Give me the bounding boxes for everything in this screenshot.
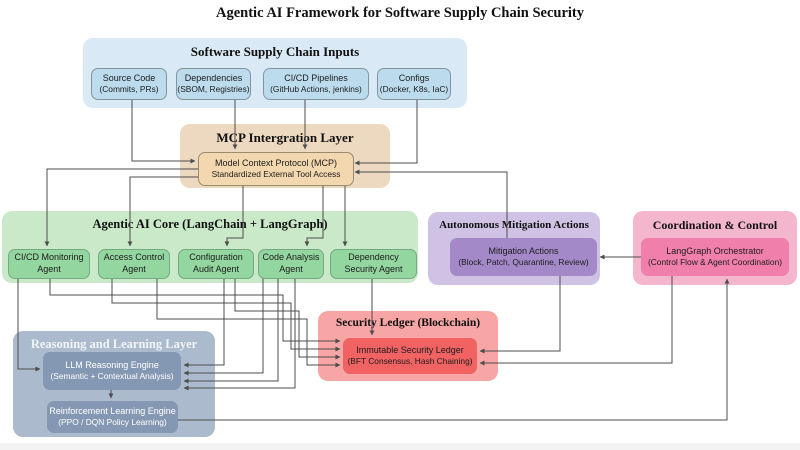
edge-cicd-agent-to-llm: [17, 277, 41, 372]
node-cicd-monitoring-agent: CI/CD Monitoring Agent: [8, 249, 90, 279]
node-source-code: Source Code (Commits, PRs): [91, 68, 167, 100]
edge-mcp-to-cicd-agent: [44, 168, 198, 247]
group-header-inputs: Software Supply Chain Inputs: [190, 44, 360, 59]
group-header-reasoning: Reasoning and Learning Layer: [30, 337, 198, 351]
node-access-control-agent: Access Control Agent: [98, 249, 170, 279]
node-configuration-audit-agent: Configuration Audit Agent: [178, 249, 254, 279]
edge-sourcecode-to-mcp: [131, 98, 196, 164]
edge-mcp-to-code-agent: [304, 184, 324, 247]
edge-agent4-to-ledger: [156, 277, 341, 368]
edge-code-agent-to-llm: [183, 277, 264, 376]
edge-config-agent-to-llm: [183, 277, 225, 368]
node-code-analysis-agent: Code Analysis Agent: [258, 249, 324, 279]
edge-agent2-to-ledger: [111, 277, 341, 352]
diagram-title: Agentic AI Framework for Software Supply…: [216, 5, 584, 21]
edge-rl-to-orchestrator: [178, 278, 730, 421]
edge-mitigation-to-mcp: [354, 169, 508, 238]
edge-code-agent2-to-llm: [183, 277, 279, 384]
bottom-strip: [0, 443, 800, 450]
node-dependencies: Dependencies (SBOM, Registries): [176, 68, 251, 100]
node-dependency-security-agent: Dependency Security Agent: [330, 249, 417, 279]
edge-agent1-to-ledger: [49, 277, 341, 344]
node-langgraph-orchestrator: LangGraph Orchestrator (Control Flow & A…: [641, 238, 789, 276]
group-header-core: Agentic AI Core (LangChain + LangGraph): [92, 217, 328, 231]
node-immutable-ledger: Immutable Security Ledger (BFT Consensus…: [343, 338, 477, 374]
group-header-coordination: Coordination & Control: [652, 218, 778, 232]
node-llm-reasoning-engine: LLM Reasoning Engine (Semantic + Context…: [43, 352, 181, 390]
node-configs: Configs (Docker, K8s, IaC): [377, 68, 451, 100]
node-mcp-protocol: Model Context Protocol (MCP) Standardize…: [198, 152, 354, 186]
edge-mcp-to-config-agent: [224, 184, 244, 247]
node-mitigation-actions: Mitigation Actions (Block, Patch, Quaran…: [450, 238, 597, 276]
edge-mitigation-to-ledger: [479, 276, 561, 354]
edge-agent3-to-ledger: [234, 277, 341, 360]
edge-configs-to-mcp: [354, 98, 418, 166]
group-header-mitigation: Autonomous Mitigation Actions: [439, 219, 589, 231]
edge-agent5-to-llm: [183, 277, 296, 391]
group-header-mcp: MCP Intergration Layer: [216, 130, 354, 145]
node-reinforcement-learning-engine: Reinforcement Learning Engine (PPO / DQN…: [47, 401, 178, 433]
edge-mcp-to-access-agent: [127, 176, 198, 247]
node-cicd-pipelines: CI/CD Pipelines (GitHub Actions, jenkins…: [263, 68, 369, 100]
edge-orchestrator-to-ledger: [479, 276, 673, 366]
